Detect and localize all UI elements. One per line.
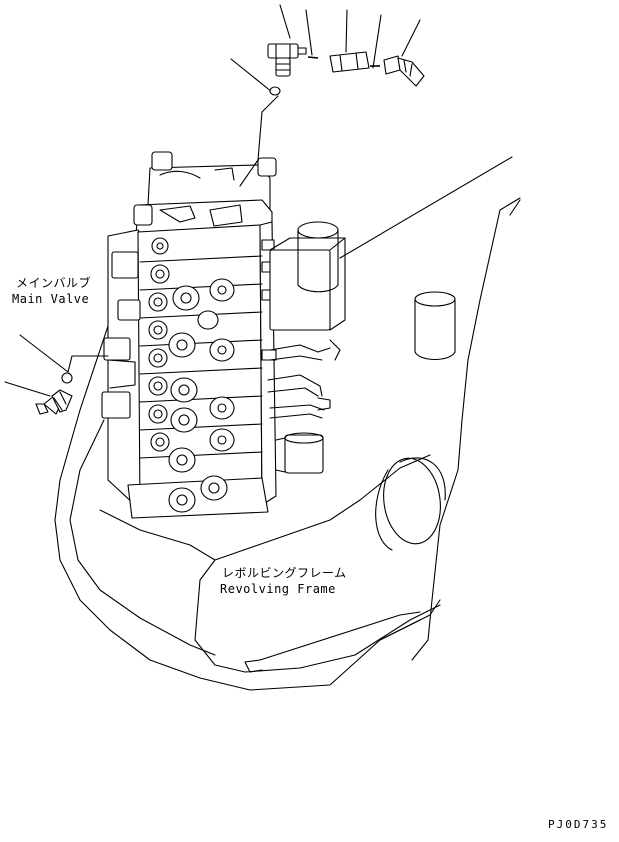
main-valve-block [101, 151, 277, 519]
revolving-frame-label-jp: レボルビングフレーム [222, 566, 347, 580]
fitting-plug-left [61, 372, 73, 384]
leader-lines [4, 4, 421, 397]
solenoid-assembly [267, 221, 346, 474]
revolving-frame [54, 156, 521, 691]
revolving-frame-label-en: Revolving Frame [220, 582, 336, 596]
fitting-plug [269, 86, 281, 96]
fitting-dash-a [307, 56, 319, 59]
drawing-code: PJ0D735 [548, 818, 609, 831]
fitting-tee [267, 43, 307, 77]
fitting-elbow-left [35, 389, 73, 415]
fitting-elbow [383, 55, 425, 87]
main-valve-label-en: Main Valve [12, 292, 90, 306]
main-valve-label-jp: メインバルブ [16, 276, 92, 290]
spool-caps [148, 237, 235, 513]
fitting-adapter [329, 51, 370, 73]
